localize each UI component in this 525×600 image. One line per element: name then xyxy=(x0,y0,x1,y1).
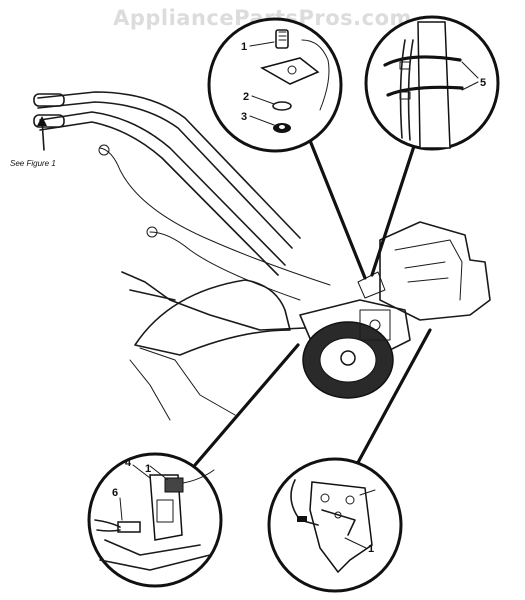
detail-circle-bottom-left: 4 1 6 xyxy=(87,452,223,588)
connector xyxy=(117,521,141,533)
bracket xyxy=(260,57,320,85)
callout-label: 5 xyxy=(480,77,486,89)
handlebar-lower xyxy=(39,111,286,266)
cable xyxy=(399,39,406,139)
tine-shield xyxy=(134,279,291,356)
callout-label: 1 xyxy=(145,463,151,475)
callout-label: 1 xyxy=(368,543,374,555)
leader-line-top-left xyxy=(303,126,367,280)
handle-tube xyxy=(417,21,451,149)
callout-label: 3 xyxy=(241,111,247,123)
callout-label: 4 xyxy=(125,457,132,469)
handle-grip-upper xyxy=(33,93,65,107)
handle-grip-lower xyxy=(33,114,65,128)
detail-circle-top-right: 5 xyxy=(364,15,500,151)
leader-line-bottom-right xyxy=(353,328,432,470)
callout-label: 2 xyxy=(243,91,249,103)
bracket-plate xyxy=(309,481,373,574)
washer xyxy=(272,101,292,111)
callout-label: 1 xyxy=(241,41,247,53)
wheel-hub xyxy=(340,350,356,366)
figure-reference: See Figure 1 xyxy=(10,116,56,168)
control-lever xyxy=(149,231,301,301)
detail-circle-bottom-right: 1 xyxy=(267,457,403,593)
control-cable xyxy=(99,147,331,286)
engine xyxy=(379,221,491,321)
leader-line-top-right xyxy=(370,141,417,277)
switch xyxy=(164,477,184,493)
see-figure-label: See Figure 1 xyxy=(10,159,56,168)
handlebar-upper xyxy=(37,91,301,239)
callout-label: 6 xyxy=(112,487,118,499)
detail-circle-top-left: 1 2 3 xyxy=(207,17,343,153)
tiller-illustration xyxy=(33,91,491,421)
leader-line-bottom-left xyxy=(193,343,300,467)
